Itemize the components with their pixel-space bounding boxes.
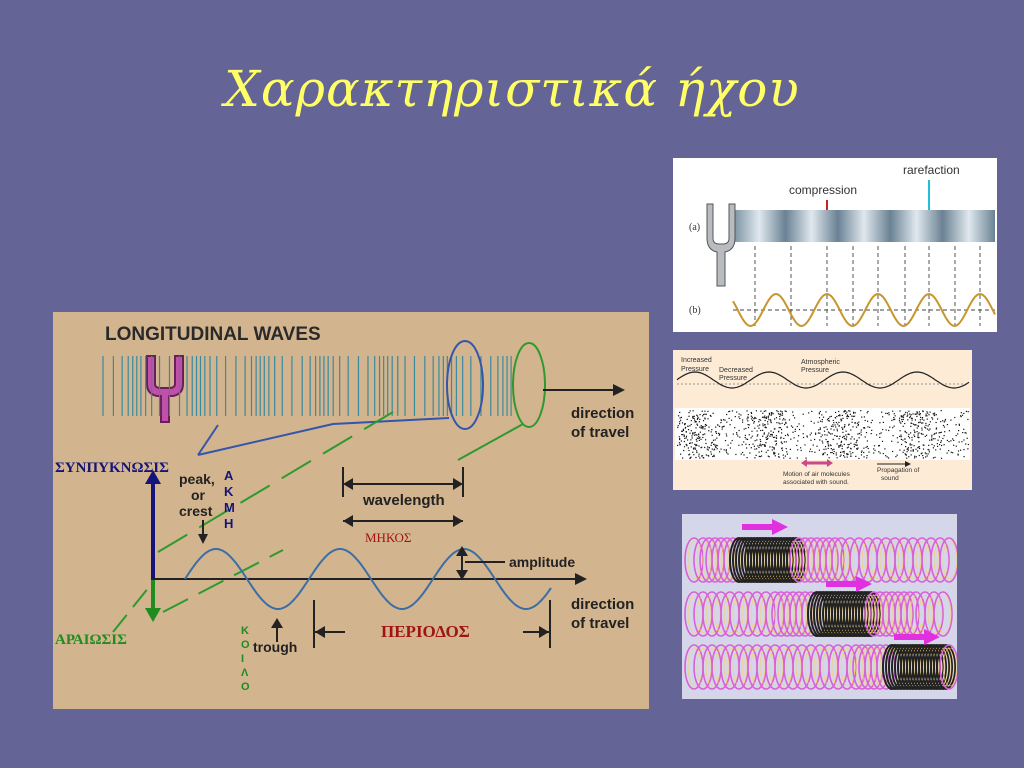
svg-text:Ο: Ο bbox=[241, 639, 250, 651]
air-pressure-svg: Increased Pressure Decreased Pressure At… bbox=[675, 357, 970, 486]
compression-label: compression bbox=[789, 183, 857, 197]
air-pressure-diagram: Increased Pressure Decreased Pressure At… bbox=[673, 350, 972, 490]
crest-greek-vertical: Α Κ Μ Η bbox=[224, 468, 235, 531]
motion-label-1: Motion of air molecules bbox=[783, 471, 851, 478]
longitudinal-waves-diagram: LONGITUDINAL WAVES direction of travel bbox=[53, 312, 649, 709]
compression-lines bbox=[102, 356, 512, 416]
compression-ellipse bbox=[446, 340, 484, 430]
compression-rarefaction-svg: rarefaction compression (a) (b) bbox=[689, 163, 996, 328]
direction-bottom-line2: of travel bbox=[571, 615, 629, 632]
rarefaction-ellipse bbox=[512, 342, 546, 428]
air-molecules bbox=[677, 410, 969, 459]
svg-text:Α: Α bbox=[224, 468, 234, 483]
pressure-curve bbox=[676, 371, 970, 389]
svg-text:Κ: Κ bbox=[241, 625, 249, 637]
trough-label: trough bbox=[253, 639, 297, 655]
direction-top-line1: direction bbox=[571, 405, 634, 422]
decreased-pressure-2: Pressure bbox=[719, 375, 747, 382]
wavelength-greek-label: ΜΗΚΟΣ bbox=[365, 530, 411, 545]
increased-pressure-2: Pressure bbox=[681, 366, 709, 373]
label-a: (a) bbox=[689, 222, 700, 233]
peak-label-3: crest bbox=[179, 503, 213, 519]
decreased-pressure-1: Decreased bbox=[719, 367, 753, 374]
air-column bbox=[733, 210, 995, 242]
amplitude-label: amplitude bbox=[509, 554, 575, 570]
rarefaction-greek-label: ΑΡΑΙΩΣΙΣ bbox=[55, 632, 127, 648]
direction-top-line2: of travel bbox=[571, 424, 629, 441]
propagation-label-1: Propagation of bbox=[877, 467, 919, 474]
increased-pressure-1: Increased bbox=[681, 357, 712, 364]
peak-label-2: or bbox=[191, 487, 206, 503]
propagation-label-2: sound bbox=[881, 475, 899, 482]
connector-lines bbox=[112, 411, 524, 633]
ring-compression-frames bbox=[682, 514, 959, 699]
tuning-fork-icon bbox=[146, 355, 184, 423]
slide-title: Χαρακτηριστικά ήχου bbox=[224, 60, 800, 118]
direction-bottom-line1: direction bbox=[571, 596, 634, 613]
longitudinal-waves-svg: LONGITUDINAL WAVES direction of travel bbox=[55, 324, 634, 693]
ring-frames-svg bbox=[682, 514, 959, 699]
propagation-arrow-1 bbox=[742, 519, 788, 535]
svg-text:Λ: Λ bbox=[241, 667, 249, 679]
compression-greek-label: ΣΥΝΠΥΚΝΩΣΙΣ bbox=[55, 460, 169, 476]
motion-label-2: associated with sound. bbox=[783, 479, 849, 486]
compression-rarefaction-diagram: rarefaction compression (a) (b) bbox=[673, 158, 997, 332]
propagation-arrow-3 bbox=[894, 629, 940, 645]
svg-text:Μ: Μ bbox=[224, 500, 235, 515]
period-greek-label: ΠΕΡΙΟΔΟΣ bbox=[381, 622, 470, 641]
svg-text:Ο: Ο bbox=[241, 681, 250, 693]
rarefaction-label: rarefaction bbox=[903, 163, 960, 177]
svg-text:Ι: Ι bbox=[241, 653, 244, 665]
slinky-rings bbox=[684, 537, 959, 690]
atmospheric-pressure-1: Atmospheric bbox=[801, 359, 840, 366]
atmospheric-pressure-2: Pressure bbox=[801, 367, 829, 374]
transverse-wave bbox=[184, 548, 552, 610]
label-b: (b) bbox=[689, 305, 701, 316]
peak-label-1: peak, bbox=[179, 471, 215, 487]
pressure-sine-wave bbox=[732, 292, 996, 328]
tuning-fork-icon bbox=[706, 203, 736, 287]
diagram-heading: LONGITUDINAL WAVES bbox=[105, 324, 321, 345]
alignment-dashes bbox=[754, 246, 981, 326]
svg-text:Η: Η bbox=[224, 516, 233, 531]
svg-text:Κ: Κ bbox=[224, 484, 234, 499]
trough-greek-vertical: Κ Ο Ι Λ Ο bbox=[241, 625, 250, 693]
wavelength-label: wavelength bbox=[362, 492, 445, 509]
propagation-arrow-2 bbox=[826, 576, 872, 592]
